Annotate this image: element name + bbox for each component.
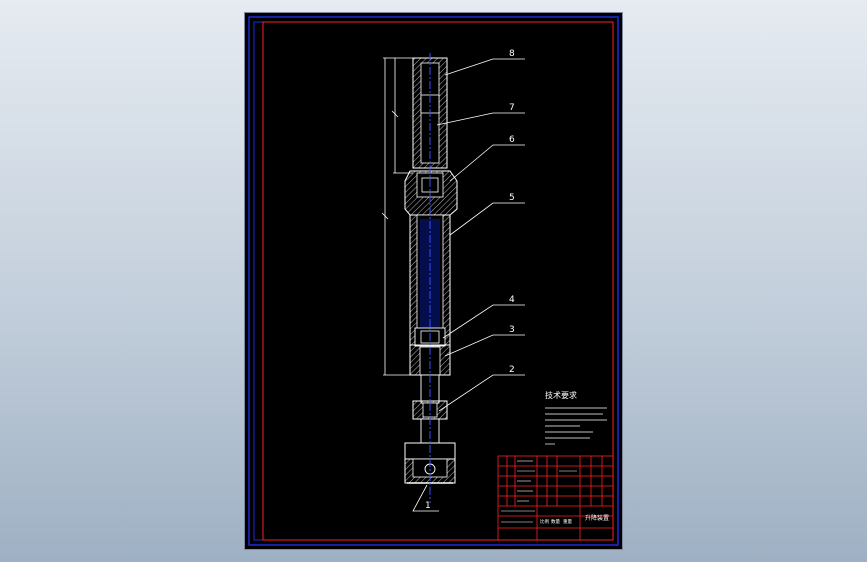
callout-2: 2	[509, 365, 515, 375]
callout-8: 8	[509, 49, 515, 59]
red-drawing-frame	[262, 21, 614, 541]
overall-dimension	[381, 57, 413, 376]
outer-blue-border	[248, 16, 619, 546]
callout-6: 6	[509, 135, 515, 145]
drawing-name: 升降装置	[585, 514, 609, 522]
callout-3: 3	[509, 325, 515, 335]
assembly-drawing: 8 7 6 5 4 3 2 1 技术要求	[248, 16, 619, 546]
notes-heading: 技术要求	[545, 390, 577, 400]
title-block-lines	[501, 460, 577, 523]
callout-1: 1	[425, 501, 431, 511]
callout-leaders	[412, 58, 525, 512]
title-row-weight: 重量	[563, 518, 572, 525]
title-row-scale: 比例	[540, 518, 549, 525]
technical-notes	[545, 407, 607, 445]
title-row-quantity: 数量	[551, 518, 560, 525]
coupling-nut	[404, 170, 458, 216]
callout-7: 7	[509, 103, 515, 113]
callout-5: 5	[509, 193, 515, 203]
title-block	[497, 455, 614, 541]
callout-4: 4	[509, 295, 515, 305]
drawing-sheet: 8 7 6 5 4 3 2 1 技术要求	[245, 13, 622, 549]
